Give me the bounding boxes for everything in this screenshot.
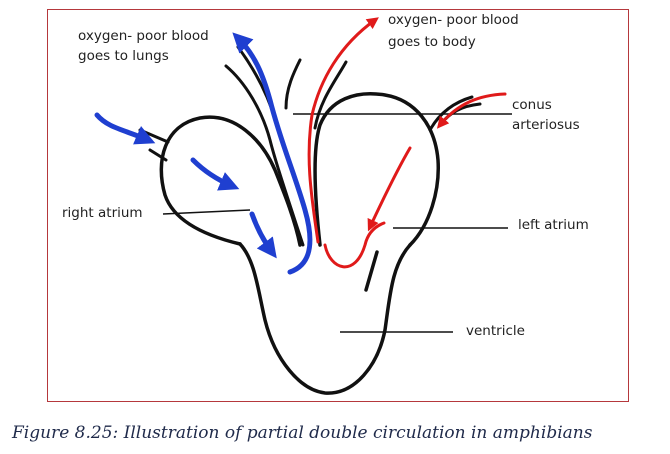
left-atrium-outline bbox=[313, 92, 440, 247]
blue-atrium-arrow-1 bbox=[190, 157, 240, 191]
label-lungs-line1: oxygen- poor blood bbox=[78, 28, 209, 44]
vessel-left-1 bbox=[224, 64, 305, 247]
ventricle-outline bbox=[238, 242, 412, 395]
vessel-right bbox=[313, 60, 348, 130]
label-conus-line2: arteriosus bbox=[512, 117, 580, 133]
blue-atrium-arrow-2 bbox=[249, 211, 277, 259]
right-atrium-outline bbox=[159, 115, 302, 247]
label-right-atrium: right atrium bbox=[62, 205, 143, 221]
atrium-inlet-2 bbox=[148, 148, 168, 162]
figure-frame bbox=[47, 9, 629, 402]
red-left-atrium-arrow bbox=[367, 146, 412, 232]
oxygen-poor-flow bbox=[94, 32, 313, 275]
vessel-center bbox=[284, 58, 302, 110]
blue-inlet-arrow bbox=[94, 112, 156, 145]
label-left-atrium: left atrium bbox=[518, 217, 589, 233]
label-conus-line1: conus bbox=[512, 97, 552, 113]
heart-outline bbox=[159, 92, 440, 395]
leader-right-atrium bbox=[162, 209, 251, 215]
oxygen-rich-flow bbox=[307, 17, 507, 269]
blue-main-arrow bbox=[232, 32, 313, 275]
label-ventricle: ventricle bbox=[466, 323, 525, 339]
figure-caption: Figure 8.25: Illustration of partial dou… bbox=[12, 423, 593, 443]
conus-vessel-1 bbox=[428, 95, 474, 132]
label-lungs-line2: goes to lungs bbox=[78, 48, 169, 64]
label-body-line2: goes to body bbox=[388, 34, 476, 50]
red-body-arrow bbox=[307, 17, 379, 244]
vessels bbox=[138, 45, 482, 247]
label-body-line1: oxygen- poor blood bbox=[388, 12, 519, 28]
septum-line bbox=[364, 250, 379, 292]
leader-lines bbox=[162, 113, 512, 333]
red-conus-arrow bbox=[436, 92, 507, 129]
